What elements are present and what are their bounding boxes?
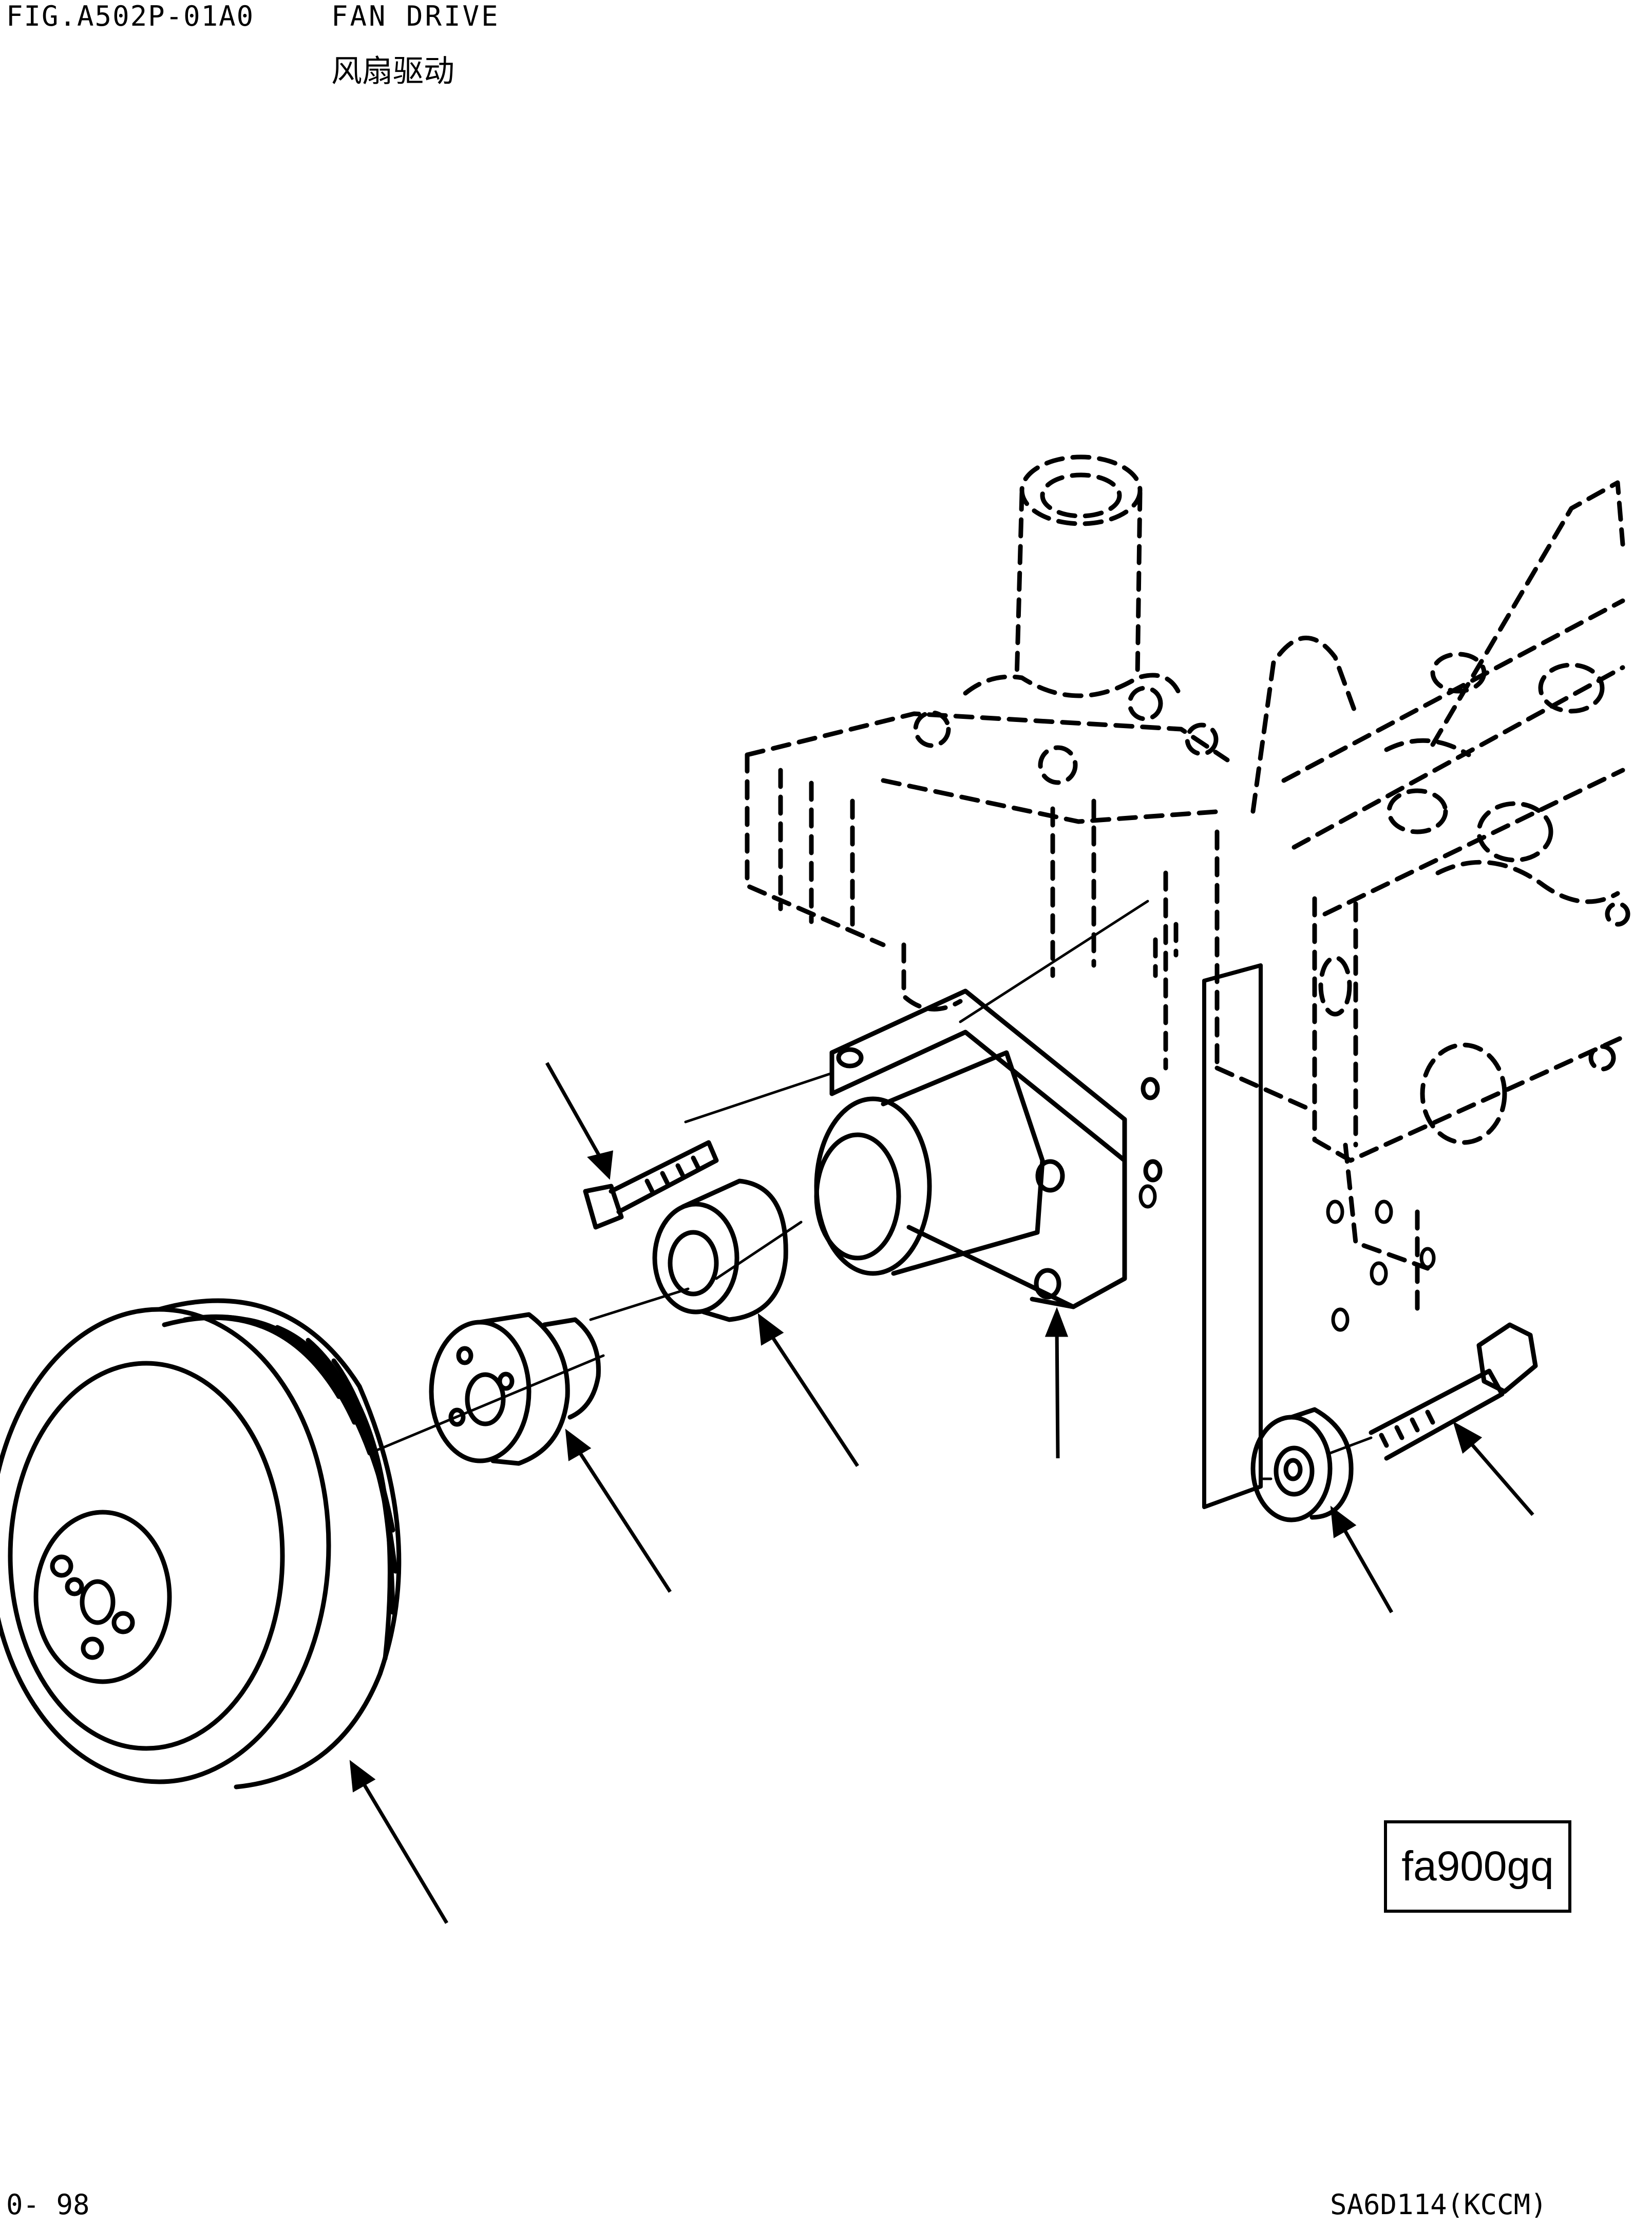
arrow-bracket xyxy=(1045,1307,1069,1459)
pulley xyxy=(0,1298,402,1789)
spacer-sleeve xyxy=(652,1178,788,1322)
engine-block-phantom xyxy=(745,454,1630,1317)
figure-number: FIG.A502P-01A0 xyxy=(6,0,255,32)
arrow-fan-hub xyxy=(565,1429,672,1593)
block-holes xyxy=(1138,1184,1436,1332)
leader-arrows xyxy=(349,1062,1534,1924)
bolt-right xyxy=(1369,1322,1538,1461)
arrow-pulley xyxy=(349,1760,449,1924)
title-english: FAN DRIVE xyxy=(331,0,500,32)
idler-washer xyxy=(1250,1407,1354,1522)
bracket xyxy=(814,988,1163,1309)
title-chinese: 风扇驱动 xyxy=(331,53,454,89)
bolt-upper xyxy=(583,1140,719,1230)
arrow-idler-washer xyxy=(1330,1506,1394,1613)
gasket-plate xyxy=(1202,963,1263,1509)
model-code: SA6D114(KCCM) xyxy=(1330,2188,1547,2221)
arrow-spacer xyxy=(757,1313,859,1467)
assembly-center-lines xyxy=(368,900,1373,1480)
arrow-bolt-right xyxy=(1453,1421,1534,1516)
fan-hub xyxy=(429,1312,601,1466)
drawing-code: fa900gq xyxy=(1401,1843,1554,1890)
drawing-code-box: fa900gq xyxy=(1384,1820,1571,1913)
page-number: 0- 98 xyxy=(6,2188,90,2221)
arrow-bolt-upper xyxy=(545,1062,614,1180)
